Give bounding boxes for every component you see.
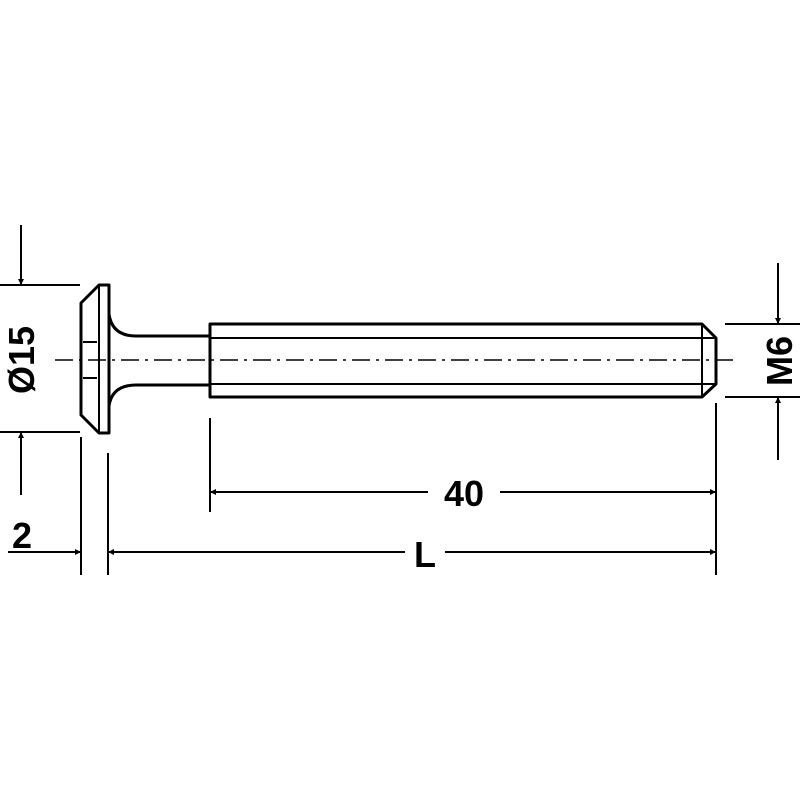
thread-length-label: 40	[444, 473, 484, 514]
total-length-label: L	[414, 534, 436, 575]
head-height-dimension: 2	[8, 515, 81, 556]
thread-label: M6	[759, 336, 800, 386]
screw-body	[79, 283, 718, 435]
thread-dimension: M6	[725, 263, 800, 460]
head-diameter-dimension: Ø15	[0, 225, 80, 495]
head-height-label: 2	[12, 515, 32, 556]
total-length-dimension: L	[80, 437, 716, 575]
thread-length-dimension: 40	[209, 403, 717, 575]
head-diameter-label: Ø15	[1, 326, 42, 394]
